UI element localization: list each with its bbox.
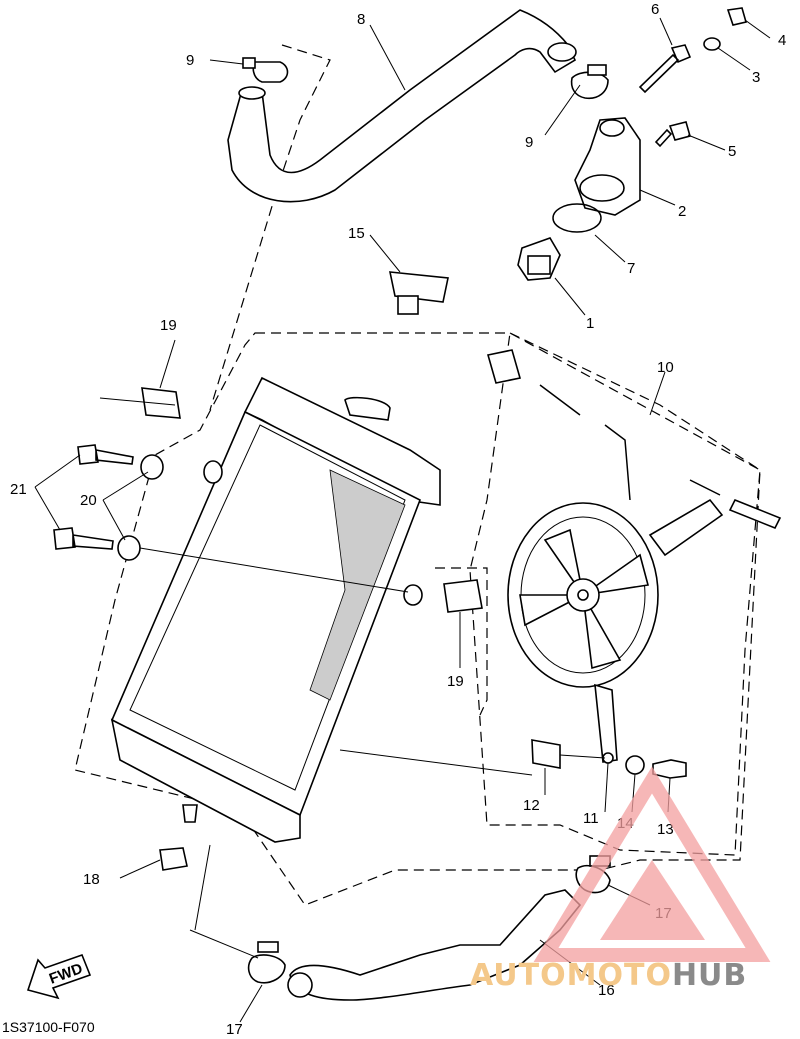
callout-13: 13 (657, 821, 674, 838)
fwd-arrow: FWD (26, 953, 92, 1000)
bolt-5 (654, 121, 691, 148)
bolt-4 (726, 7, 748, 26)
callout-17a: 17 (226, 1021, 243, 1038)
radiator-cap (388, 271, 449, 303)
watermark-triangle-outer (533, 766, 771, 962)
fan-connector (486, 349, 522, 384)
clamp-screw-17-lower (257, 941, 279, 953)
bolt-21-upper (77, 444, 134, 465)
bracket-group-boundary (435, 567, 488, 716)
watermark-logo (533, 766, 771, 962)
hose-clamp-9b (570, 71, 609, 100)
damper-19-lower (443, 579, 483, 613)
callout-20: 20 (80, 492, 97, 509)
thermostat-spring (527, 255, 551, 275)
callout-11: 11 (583, 810, 599, 827)
callout-9a: 9 (186, 52, 194, 69)
radiator-filler-neck (344, 396, 391, 421)
hose-clamp-9a (252, 61, 289, 83)
watermark-part1: AUTOMOTO (470, 958, 672, 993)
callout-9b: 9 (525, 134, 533, 151)
upper-hose-end-ring (238, 86, 266, 100)
callout-19b: 19 (447, 673, 464, 690)
radiator-bottom-tank (110, 718, 301, 843)
diagram-code: 1S37100-F070 (2, 1019, 95, 1035)
hose-group-boundary (209, 44, 331, 411)
clamp-screw-9a (242, 57, 256, 69)
callout-10: 10 (657, 359, 674, 376)
callout-3: 3 (752, 69, 760, 86)
grommet-18 (159, 847, 188, 871)
radiator-cap-stem (397, 295, 419, 315)
callout-15: 15 (348, 225, 365, 242)
fan-wire (539, 384, 721, 501)
nut-12 (531, 739, 561, 769)
radiator-mount-hole-lower (403, 584, 423, 606)
callout-12: 12 (523, 797, 540, 814)
callout-16: 16 (598, 982, 615, 999)
watermark-triangle-inner (600, 860, 705, 940)
fan-wire-tail (728, 498, 782, 530)
radiator-fin-mesh (309, 469, 406, 701)
callout-4: 4 (778, 32, 786, 49)
lower-hose-end (287, 972, 313, 998)
watermark-part2: HUB (672, 958, 747, 993)
callout-2: 2 (678, 203, 686, 220)
callout-6: 6 (651, 1, 659, 18)
watermark-text: AUTOMOTOHUB (470, 958, 747, 993)
washer-3 (703, 37, 721, 51)
fan-group-boundary (469, 332, 761, 856)
bolt-6 (638, 44, 692, 94)
fan-hub-nut (577, 589, 589, 601)
washer-14 (625, 755, 645, 775)
callout-8: 8 (357, 11, 365, 28)
radiator-drain (182, 804, 198, 823)
fan-bracket (648, 498, 724, 557)
callout-5: 5 (728, 143, 736, 160)
callout-21: 21 (10, 481, 27, 498)
hose-clamp-17-lower (247, 954, 286, 984)
bolt-21-lower (53, 527, 114, 550)
upper-hose-tip (547, 42, 577, 62)
clamp-screw-9b (587, 64, 607, 76)
radiator-mount-hole-upper (203, 460, 223, 484)
callout-1: 1 (586, 315, 594, 332)
bolt-13 (652, 759, 687, 779)
callout-18: 18 (83, 871, 100, 888)
collar-20-lower (117, 535, 141, 561)
radiator-group-boundary (74, 332, 761, 906)
leader-lines (34, 17, 771, 1023)
upper-radiator-hose (227, 9, 577, 203)
callout-7: 7 (627, 260, 635, 277)
collar-20-upper (140, 454, 164, 480)
o-ring (552, 203, 602, 233)
fan-mount-arm (594, 683, 618, 763)
lower-radiator-hose (289, 889, 582, 1001)
damper-19-upper (141, 387, 181, 419)
callout-19a: 19 (160, 317, 177, 334)
radiator-inner-frame (129, 424, 406, 791)
housing-neck (599, 119, 625, 137)
housing-outlet (579, 174, 625, 202)
